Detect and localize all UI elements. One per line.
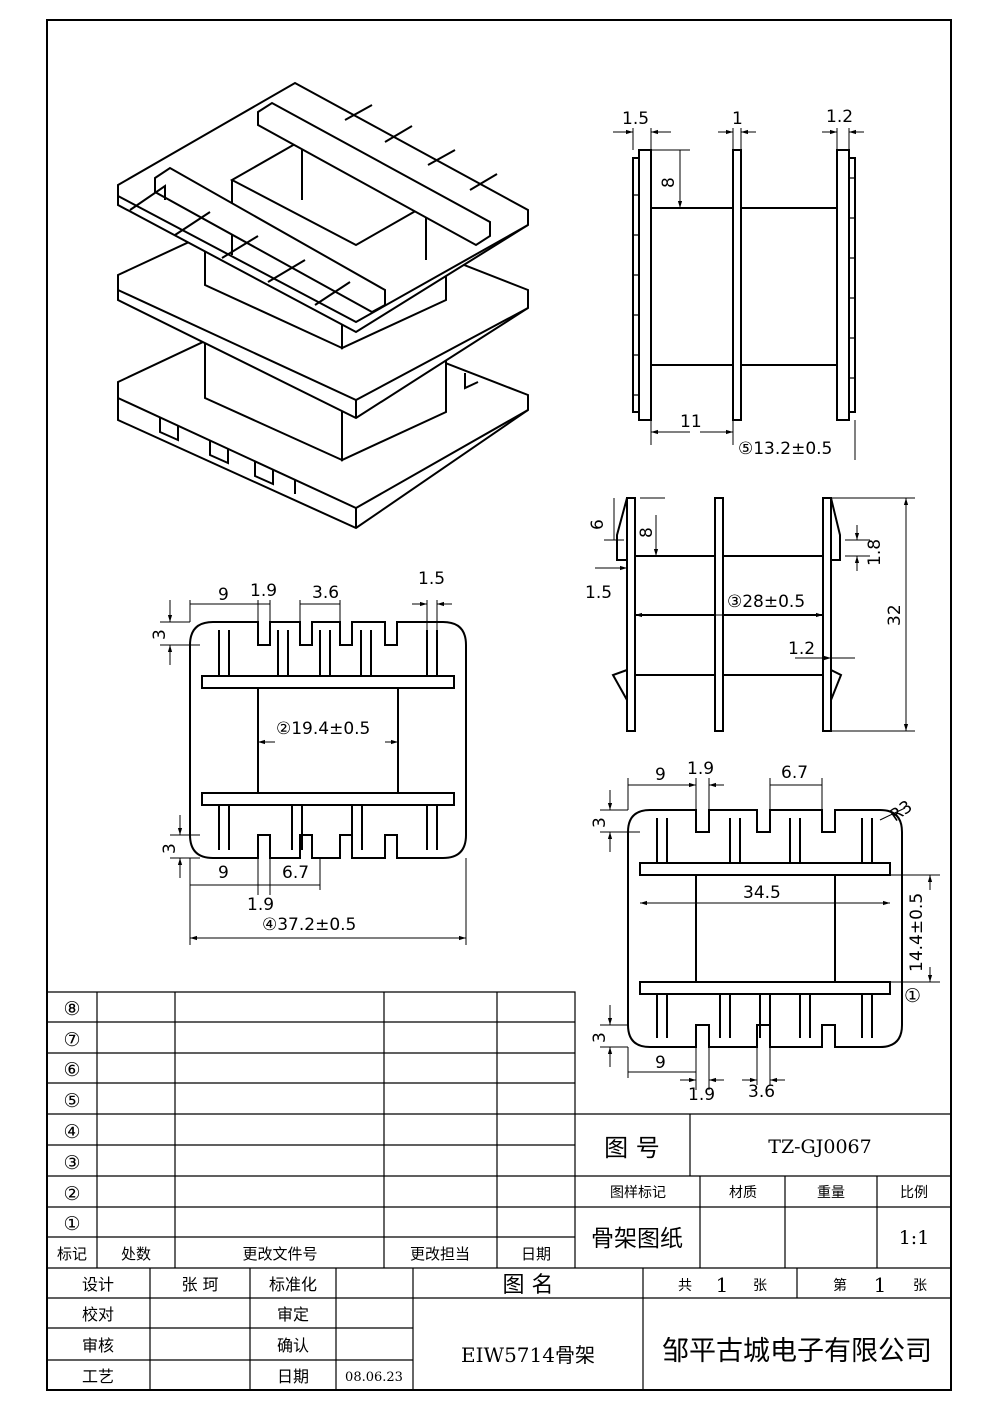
dim-28: ③28±0.5 bbox=[727, 592, 805, 612]
dim-ref-1: ① bbox=[904, 985, 921, 1007]
top-view-left: 9 1.9 3.6 1.5 3 ②19.4±0.5 3 9 6.7 1.9 ④3… bbox=[150, 569, 467, 945]
top-view-right: 9 1.9 6.7 R3 3 34.5 14.4±0.5 ① 3 9 1.9 3… bbox=[590, 759, 940, 1105]
rev-header-date: 日期 bbox=[521, 1245, 551, 1263]
side-view-middle: 8 6 1.5 32 1.8 ③28±0.5 1.2 bbox=[585, 497, 915, 732]
rev-row-4: ④ bbox=[63, 1121, 80, 1143]
check-label: 校对 bbox=[82, 1305, 114, 1324]
material-label: 材质 bbox=[729, 1185, 757, 1201]
page-label: 第 bbox=[833, 1277, 847, 1294]
confirm-label: 确认 bbox=[277, 1336, 309, 1355]
dim-3-6-left: 3.6 bbox=[312, 583, 339, 603]
total-unit: 张 bbox=[753, 1278, 767, 1294]
dim-9-br-bottom: 9 bbox=[655, 1053, 666, 1073]
page-unit: 张 bbox=[913, 1278, 927, 1294]
dim-1-9-br-bottom: 1.9 bbox=[688, 1085, 715, 1105]
dim-1-5-top: 1.5 bbox=[622, 109, 649, 129]
title-block: 图 号 TZ-GJ0067 图样标记 材质 重量 比例 骨架图纸 1:1 设计 … bbox=[47, 1113, 951, 1390]
date-value: 08.06.23 bbox=[345, 1370, 403, 1385]
isometric-view bbox=[117, 81, 529, 530]
part-name: EIW5714骨架 bbox=[461, 1343, 595, 1367]
drawing-number-label: 图 号 bbox=[604, 1134, 660, 1162]
dim-14-4: 14.4±0.5 bbox=[907, 893, 927, 972]
dim-11: 11 bbox=[680, 412, 702, 432]
rev-row-2: ② bbox=[63, 1183, 80, 1205]
dim-9-left-bottom: 9 bbox=[218, 863, 229, 883]
design-label: 设计 bbox=[82, 1275, 114, 1294]
designer-name: 张 珂 bbox=[181, 1275, 218, 1294]
process-label: 工艺 bbox=[82, 1367, 114, 1386]
dim-9-br: 9 bbox=[655, 765, 666, 785]
rev-row-1: ① bbox=[63, 1213, 80, 1235]
approve-label: 审定 bbox=[277, 1305, 309, 1324]
rev-row-5: ⑤ bbox=[63, 1090, 80, 1112]
dim-3-br-top: 3 bbox=[590, 817, 610, 828]
dim-6-7-left: 6.7 bbox=[282, 863, 309, 883]
dim-32: 32 bbox=[885, 604, 905, 626]
dim-3-br-bottom: 3 bbox=[590, 1032, 610, 1043]
dim-1-top: 1 bbox=[732, 109, 743, 129]
dim-8-top: 8 bbox=[659, 177, 679, 188]
dim-6-mid: 6 bbox=[588, 519, 608, 530]
rev-row-7: ⑦ bbox=[63, 1029, 80, 1051]
scale-value: 1:1 bbox=[899, 1227, 930, 1249]
dim-3-left-top: 3 bbox=[150, 629, 170, 640]
company-name: 邹平古城电子有限公司 bbox=[662, 1336, 932, 1367]
dim-1-2-top: 1.2 bbox=[826, 107, 853, 127]
rev-row-6: ⑥ bbox=[63, 1059, 80, 1081]
name-label: 图 名 bbox=[503, 1273, 554, 1298]
date-label: 日期 bbox=[277, 1367, 309, 1386]
rev-header-count: 处数 bbox=[121, 1245, 151, 1263]
dim-6-7-br: 6.7 bbox=[781, 763, 808, 783]
dim-34-5: 34.5 bbox=[743, 883, 781, 903]
dim-13-2: ⑤13.2±0.5 bbox=[738, 439, 832, 459]
rev-row-8: ⑧ bbox=[63, 998, 80, 1020]
dim-1-5-mid: 1.5 bbox=[585, 583, 612, 603]
scale-label: 比例 bbox=[900, 1185, 928, 1201]
dim-1-9-br: 1.9 bbox=[687, 759, 714, 779]
dim-3-6-br: 3.6 bbox=[748, 1082, 775, 1102]
total-label: 共 bbox=[678, 1278, 692, 1294]
total-value: 1 bbox=[716, 1273, 729, 1297]
revision-table: ⑧ ⑦ ⑥ ⑤ ④ ③ ② ① 标记 处数 更改文件号 更改担当 日期 bbox=[47, 991, 576, 1268]
rev-header-owner: 更改担当 bbox=[410, 1245, 470, 1263]
dim-19-4: ②19.4±0.5 bbox=[276, 719, 370, 739]
review-label: 审核 bbox=[82, 1336, 114, 1355]
side-view-top: 1.5 1 1.2 8 11 ⑤13.2±0.5 bbox=[613, 107, 864, 460]
rev-header-mark: 标记 bbox=[57, 1245, 87, 1263]
dim-3-left-bottom: 3 bbox=[160, 843, 180, 854]
dim-r3: R3 bbox=[886, 797, 916, 826]
dim-8-mid: 8 bbox=[637, 527, 657, 538]
weight-label: 重量 bbox=[817, 1185, 845, 1201]
dim-1-9-left: 1.9 bbox=[250, 581, 277, 601]
dim-1-2-mid: 1.2 bbox=[788, 639, 815, 659]
dim-1-9-left-bottom: 1.9 bbox=[247, 895, 274, 915]
drawing-number: TZ-GJ0067 bbox=[768, 1136, 871, 1158]
dim-1-5-left: 1.5 bbox=[418, 569, 445, 589]
rev-header-doc: 更改文件号 bbox=[242, 1245, 317, 1263]
dim-9-left: 9 bbox=[218, 585, 229, 605]
mark-label: 图样标记 bbox=[610, 1185, 666, 1201]
sheet-border bbox=[46, 19, 952, 1391]
rev-row-3: ③ bbox=[63, 1152, 80, 1174]
standard-label: 标准化 bbox=[269, 1275, 317, 1294]
page-value: 1 bbox=[874, 1273, 887, 1297]
dim-37-2: ④37.2±0.5 bbox=[262, 915, 356, 935]
dim-1-8: 1.8 bbox=[865, 539, 885, 566]
drawing-type: 骨架图纸 bbox=[591, 1226, 683, 1252]
